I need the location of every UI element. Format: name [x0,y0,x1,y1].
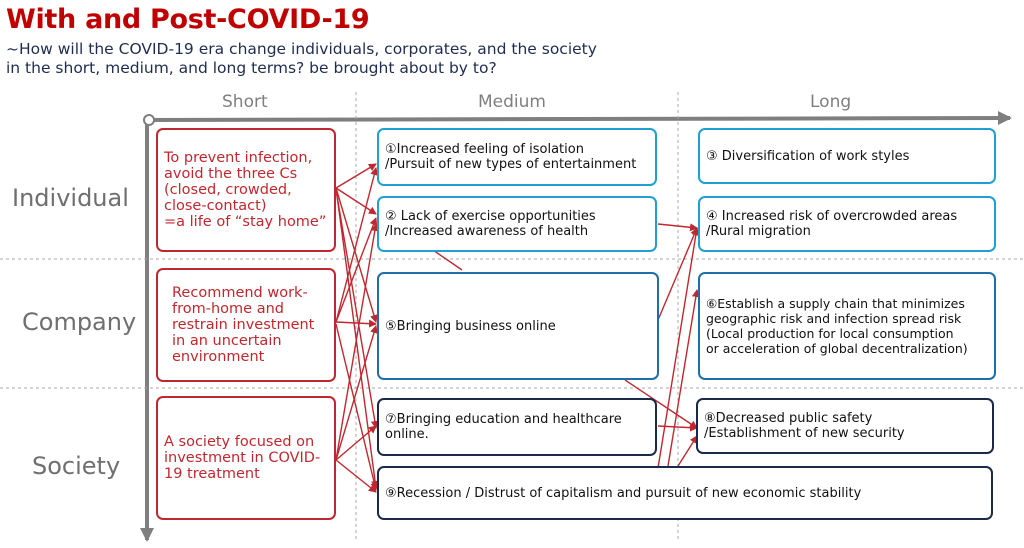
long-box-8-public-safety: ⑧Decreased public safety /Establishment … [696,398,994,454]
column-head-long: Long [810,92,852,112]
long-box-6-supply-chain: ⑥Establish a supply chain that minimizes… [698,272,996,380]
short-box-company: Recommend work- from-home and restrain i… [156,268,336,382]
short-box-individual-text: To prevent infection, avoid the three Cs… [164,150,327,230]
row-head-individual: Individual [12,184,129,212]
time-axis [146,111,1012,126]
short-box-society: A society focused on investment in COVID… [156,396,336,520]
medium-box-2-exercise: ② Lack of exercise opportunities /Increa… [377,196,657,252]
medium-box-9-text: ⑨Recession / Distrust of capitalism and … [385,485,862,501]
long-box-3-text: ③ Diversification of work styles [706,148,910,164]
medium-box-5-text: ⑤Bringing business online [385,318,556,334]
medium-box-7-education-healthcare: ⑦Bringing education and healthcare onlin… [377,398,657,456]
row-head-company: Company [22,308,137,336]
long-box-3-work-styles: ③ Diversification of work styles [698,128,996,184]
short-box-society-text: A society focused on investment in COVID… [164,434,321,482]
page-title: With and Post-COVID-19 [6,4,370,35]
short-box-individual: To prevent infection, avoid the three Cs… [156,128,336,252]
column-head-short: Short [222,92,268,112]
row-head-society: Society [32,452,121,480]
short-box-company-text: Recommend work- from-home and restrain i… [172,285,315,365]
medium-box-5-business-online: ⑤Bringing business online [377,272,659,380]
medium-box-1-isolation: ①Increased feeling of isolation /Pursuit… [377,128,657,186]
medium-box-2-text: ② Lack of exercise opportunities /Increa… [385,209,596,239]
page-subtitle: ~How will the COVID-19 era change indivi… [6,40,597,77]
medium-box-1-text: ①Increased feeling of isolation /Pursuit… [385,142,637,172]
medium-box-7-text: ⑦Bringing education and healthcare onlin… [385,412,622,442]
column-head-medium: Medium [478,92,546,112]
long-box-8-text: ⑧Decreased public safety /Establishment … [704,411,905,441]
long-box-6-text: ⑥Establish a supply chain that minimizes… [706,296,968,356]
medium-box-9-recession: ⑨Recession / Distrust of capitalism and … [377,466,993,520]
long-box-4-text: ④ Increased risk of overcrowded areas /R… [706,209,958,239]
long-box-4-overcrowded: ④ Increased risk of overcrowded areas /R… [698,196,996,252]
